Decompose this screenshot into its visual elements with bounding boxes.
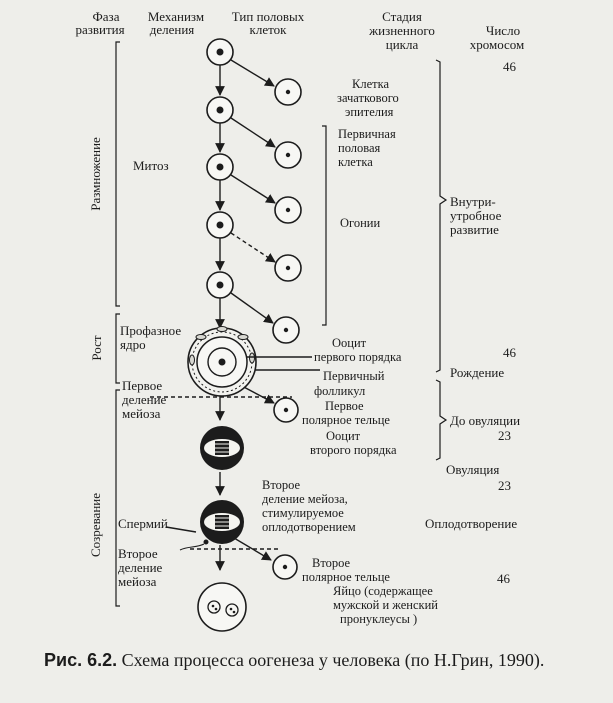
mechanism-sperm: Спермий: [118, 516, 168, 531]
label-egg: мужской и женский: [333, 598, 438, 612]
chromosome-count: 23: [498, 478, 511, 493]
label-primary-cell: клетка: [338, 155, 373, 169]
stage-ovulation: Овуляция: [446, 462, 499, 477]
header-celltype: Тип половых: [232, 9, 305, 24]
label-meiosis2-fert: стимулируемое: [262, 506, 344, 520]
header-stage: Стадия: [382, 9, 422, 24]
caption-text: Схема процесса оогенеза у человека (по Н…: [117, 650, 545, 670]
arrow: [239, 384, 275, 404]
germ-cell-1: [206, 38, 234, 66]
germ-cell-5: [206, 271, 234, 299]
stage-intrauterine: Внутри-: [450, 194, 496, 209]
stage-before-ovulation: До овуляции: [450, 413, 520, 428]
mechanism-meiosis2: Второе: [118, 546, 158, 561]
maturation-bracket: [115, 389, 120, 607]
growth-bracket: [115, 313, 120, 384]
side-cell-3: [274, 196, 302, 224]
label-oocyte2: второго порядка: [310, 443, 397, 457]
mechanism-prophase: Профазное: [120, 323, 181, 338]
label-germinal-cell: эпителия: [345, 105, 394, 119]
label-oogonia: Огонии: [340, 216, 380, 230]
header-phase: развития: [75, 22, 124, 37]
label-germinal-cell: зачаткового: [337, 91, 399, 105]
fertilized-oocyte: [200, 500, 244, 544]
side-cell-2: [274, 141, 302, 169]
header-stage: цикла: [386, 37, 419, 52]
sperm-icon: [179, 539, 209, 551]
reproduction-bracket: [115, 41, 120, 307]
label-primary-cell: половая: [338, 141, 381, 155]
header-chromosomes: Число: [486, 23, 520, 38]
germ-cell-3: [206, 153, 234, 181]
oogenesis-scheme: Фаза развития Механизм деления Тип полов…: [75, 9, 525, 632]
mechanism-meiosis2: мейоза: [118, 574, 157, 589]
header-celltype: клеток: [250, 22, 288, 37]
side-cell-1: [274, 78, 302, 106]
header-mechanism: деления: [150, 22, 195, 37]
chromosome-count: 46: [503, 59, 517, 74]
mechanism-meiosis1: Первое: [122, 378, 162, 393]
primary-follicle: [187, 326, 257, 397]
label-meiosis2-fert: Второе: [262, 478, 301, 492]
stage-intrauterine: утробное: [450, 208, 502, 223]
germ-cell-4: [206, 211, 234, 239]
arrow: [230, 59, 275, 87]
label-polar-body-2: Второе: [312, 556, 351, 570]
stage-fertilization: Оплодотворение: [425, 516, 517, 531]
intrauterine-bracket: [435, 59, 448, 373]
polar-body-2: [272, 554, 298, 580]
arrow-dashed: [230, 232, 276, 263]
label-polar-body-1: полярное тельце: [302, 413, 390, 427]
label-follicle: Первичный: [323, 369, 385, 383]
mechanism-prophase: ядро: [120, 337, 146, 352]
arrow: [233, 537, 272, 561]
side-cell-5: [272, 316, 300, 344]
label-oocyte1: первого порядка: [314, 350, 402, 364]
sperm-pointer: [165, 526, 197, 533]
header-phase: Фаза: [93, 9, 120, 24]
mechanism-meiosis2: деление: [118, 560, 163, 575]
oogonia-bracket: [322, 125, 327, 326]
label-meiosis2-fert: деление мейоза,: [262, 492, 348, 506]
mechanism-meiosis1: деление: [122, 392, 167, 407]
mechanism-meiosis1: мейоза: [122, 406, 161, 421]
arrow: [230, 292, 274, 324]
phase-maturation: Созревание: [88, 493, 103, 557]
chromosome-count: 46: [497, 571, 511, 586]
phase-growth: Рост: [89, 335, 104, 361]
label-oocyte1: Ооцит: [332, 336, 367, 350]
label-egg: пронуклеусы ): [340, 612, 417, 626]
header-chromosomes: хромосом: [470, 37, 525, 52]
label-egg: Яйцо (содержащее: [333, 584, 433, 598]
label-meiosis2-fert: оплодотворением: [262, 520, 356, 534]
chromosome-count: 46: [503, 345, 517, 360]
chromosome-count: 23: [498, 428, 511, 443]
caption-label: Рис. 6.2.: [44, 650, 118, 670]
germ-cell-2: [206, 96, 234, 124]
phase-reproduction: Размножение: [88, 137, 103, 211]
label-polar-body-2: полярное тельце: [302, 570, 390, 584]
figure-caption: Рис. 6.2. Схема процесса оогенеза у чело…: [44, 649, 604, 671]
stage-birth: Рождение: [450, 365, 504, 380]
stage-intrauterine: развитие: [450, 222, 499, 237]
polar-body-1: [273, 397, 299, 423]
label-follicle: фолликул: [314, 384, 365, 398]
arrow: [230, 174, 276, 204]
before-ovulation-bracket: [435, 379, 448, 461]
header-mechanism: Механизм: [148, 9, 204, 24]
arrow: [230, 117, 276, 148]
secondary-oocyte: [200, 426, 244, 470]
label-oocyte2: Ооцит: [326, 429, 361, 443]
side-cell-4: [274, 254, 302, 282]
label-germinal-cell: Клетка: [352, 77, 389, 91]
header-stage: жизненного: [368, 23, 435, 38]
label-polar-body-1: Первое: [325, 399, 364, 413]
egg-cell: [197, 582, 247, 632]
label-primary-cell: Первичная: [338, 127, 396, 141]
mechanism-mitosis: Митоз: [133, 158, 169, 173]
